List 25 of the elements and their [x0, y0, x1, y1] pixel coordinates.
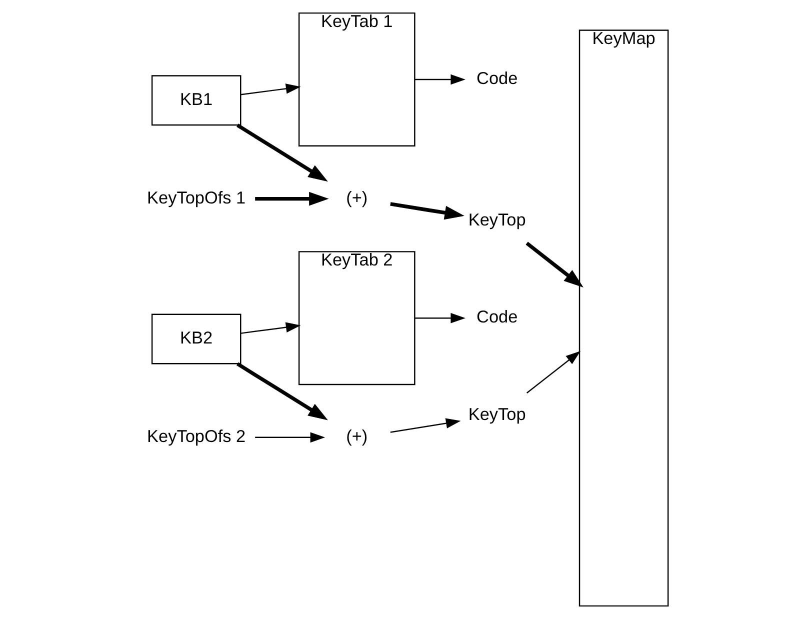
arrow	[254, 192, 328, 206]
node-box: KeyTab 2	[298, 251, 415, 386]
arrow	[390, 202, 464, 220]
node-text: Code	[476, 306, 518, 327]
arrow	[526, 350, 580, 394]
arrow	[240, 322, 300, 334]
arrow	[525, 242, 583, 288]
node-text: (+)	[346, 426, 368, 446]
arrow	[236, 124, 328, 182]
arrow	[240, 84, 300, 96]
node-text: KeyTop	[468, 404, 526, 424]
arrow	[414, 74, 465, 85]
node-box: KB1	[150, 75, 241, 126]
arrow	[236, 362, 328, 420]
node-box: KB2	[150, 314, 241, 364]
arrow	[390, 418, 460, 433]
node-text: KeyTopOfs 1	[146, 187, 246, 208]
node-text: KeyTop	[468, 209, 526, 230]
node-box: KeyTab 1	[298, 12, 415, 147]
node-text: Code	[476, 68, 518, 88]
arrow	[414, 312, 465, 324]
arrow	[254, 432, 325, 443]
node-box: KeyMap	[578, 30, 668, 607]
node-text: (+)	[346, 187, 368, 208]
node-text: KeyTopOfs 2	[146, 426, 246, 446]
